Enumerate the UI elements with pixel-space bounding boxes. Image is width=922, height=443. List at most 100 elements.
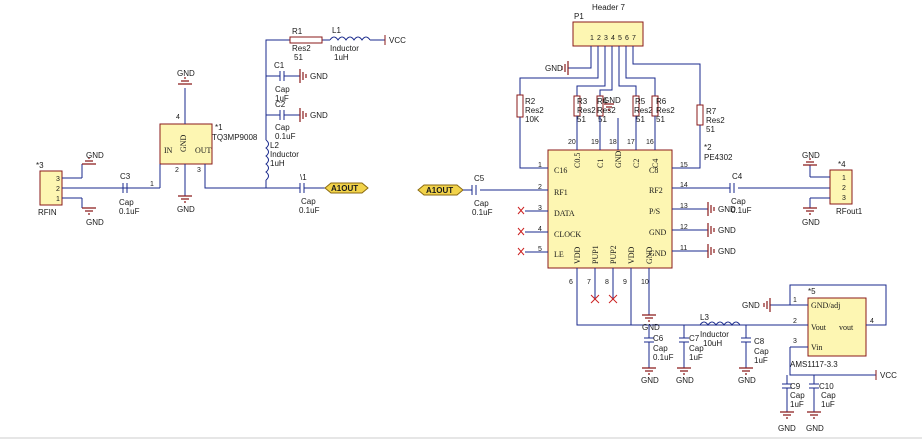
resistor-r7[interactable]: R7 Res2 51 bbox=[696, 104, 725, 134]
capacitor-c5[interactable]: C5 Cap 0.1uF bbox=[471, 174, 493, 217]
svg-text:4: 4 bbox=[611, 35, 615, 42]
svg-text:1: 1 bbox=[150, 181, 154, 188]
svg-text:R1: R1 bbox=[292, 27, 303, 36]
svg-text:Cap: Cap bbox=[790, 391, 805, 400]
svg-text:GND: GND bbox=[738, 376, 756, 385]
svg-text:1uF: 1uF bbox=[689, 353, 703, 362]
svg-text:1uF: 1uF bbox=[821, 400, 835, 409]
svg-text:1uH: 1uH bbox=[270, 159, 285, 168]
capacitor-c7[interactable]: C7 Cap 1uF bbox=[679, 334, 704, 368]
capacitor-c10[interactable]: C10 Cap 1uF bbox=[809, 382, 836, 412]
u2-pin-label: CLOCK bbox=[554, 230, 581, 239]
u2-pin-number: 19 bbox=[591, 139, 599, 146]
capacitor-c8[interactable]: C8 Cap 1uF bbox=[741, 337, 769, 368]
svg-text:RFIN: RFIN bbox=[38, 208, 57, 217]
svg-text:51: 51 bbox=[598, 115, 607, 124]
rfin-connector[interactable]: *3 RFIN 3 2 1 bbox=[36, 161, 63, 217]
regulator-u5[interactable]: *5 AMS1117-3.3 GND/adj Vout Vin vout 1 2… bbox=[790, 287, 874, 369]
svg-text:GND: GND bbox=[177, 69, 195, 78]
svg-text:C3: C3 bbox=[120, 172, 131, 181]
svg-text:GND: GND bbox=[676, 376, 694, 385]
svg-text:0.1uF: 0.1uF bbox=[653, 353, 674, 362]
u2-pin-label: C4 bbox=[651, 159, 660, 168]
svg-text:GND: GND bbox=[718, 247, 736, 256]
svg-text:GND: GND bbox=[806, 424, 824, 433]
svg-text:A1OUT: A1OUT bbox=[426, 186, 453, 195]
capacitor-c11[interactable]: \1 Cap 0.1uF bbox=[299, 173, 325, 215]
u2-pin-label: RF1 bbox=[554, 188, 568, 197]
a1out-port-left[interactable]: A1OUT bbox=[324, 182, 369, 194]
svg-text:0.1uF: 0.1uF bbox=[299, 206, 320, 215]
resistor-r2[interactable]: R2 Res2 10K bbox=[516, 94, 544, 124]
svg-text:GND: GND bbox=[802, 151, 820, 160]
svg-text:GND: GND bbox=[742, 301, 760, 310]
header-p1[interactable]: P1 Header 7 1 2 3 4 5 6 7 bbox=[572, 3, 644, 47]
svg-text:C2: C2 bbox=[275, 100, 286, 109]
svg-text:2: 2 bbox=[793, 318, 797, 325]
gnd-symbol-r4: GND bbox=[603, 96, 621, 111]
svg-text:GND: GND bbox=[802, 218, 820, 227]
resistor-r1[interactable]: R1 Res2 51 bbox=[289, 27, 323, 62]
svg-text:5: 5 bbox=[618, 35, 622, 42]
gnd-symbol-c8: GND bbox=[738, 367, 756, 385]
svg-text:R6: R6 bbox=[656, 97, 667, 106]
svg-text:TQ3MP9008: TQ3MP9008 bbox=[212, 133, 258, 142]
svg-text:GND: GND bbox=[179, 134, 188, 152]
inductor-l3[interactable]: L3 Inductor 10uH bbox=[699, 313, 741, 348]
svg-text:Inductor: Inductor bbox=[330, 44, 359, 53]
gnd-symbol-u1-top: GND bbox=[177, 69, 195, 85]
capacitor-c9[interactable]: C9 Cap 1uF bbox=[782, 382, 805, 412]
capacitor-c6[interactable]: C6 Cap 0.1uF bbox=[644, 334, 674, 368]
capacitor-c2[interactable]: C2 Cap 0.1uF bbox=[275, 100, 300, 141]
svg-text:GND: GND bbox=[718, 205, 736, 214]
gnd-symbol-pin11: GND bbox=[707, 244, 736, 258]
svg-text:Vin: Vin bbox=[811, 343, 823, 352]
svg-text:Res2: Res2 bbox=[597, 106, 616, 115]
vcc-net-label: VCC bbox=[384, 35, 406, 45]
svg-text:*3: *3 bbox=[36, 161, 44, 170]
svg-text:R3: R3 bbox=[577, 97, 588, 106]
gnd-symbol-u5: GND bbox=[742, 298, 771, 312]
svg-text:*5: *5 bbox=[808, 287, 816, 296]
inductor-l2[interactable]: L2 Inductor 1uH bbox=[265, 139, 299, 181]
capacitor-c3[interactable]: C3 Cap 0.1uF bbox=[119, 172, 140, 216]
gnd-symbol-header: GND bbox=[545, 61, 569, 75]
svg-text:7: 7 bbox=[632, 35, 636, 42]
svg-text:Cap: Cap bbox=[731, 197, 746, 206]
u2-pin-number: 17 bbox=[627, 139, 635, 146]
inductor-l1[interactable]: L1 Inductor 1uH bbox=[329, 26, 371, 62]
amplifier-u1[interactable]: IN GND OUT *1 TQ3MP9008 4 1 2 3 bbox=[150, 114, 258, 188]
svg-text:0.1uF: 0.1uF bbox=[731, 206, 752, 215]
svg-text:GND: GND bbox=[641, 376, 659, 385]
svg-text:R4: R4 bbox=[597, 97, 608, 106]
rfout-connector[interactable]: *4 RFout1 1 2 3 bbox=[829, 160, 863, 216]
gnd-symbol-c6: GND bbox=[641, 367, 659, 385]
svg-text:RFout1: RFout1 bbox=[836, 207, 863, 216]
u2-pin-label: GND bbox=[649, 228, 667, 237]
gnd-symbol-ps: GND bbox=[707, 202, 736, 216]
u2-pin-number: 11 bbox=[680, 245, 687, 252]
svg-text:Inductor: Inductor bbox=[270, 150, 299, 159]
svg-text:GND: GND bbox=[177, 205, 195, 214]
capacitor-c4[interactable]: C4 Cap 0.1uF bbox=[729, 172, 752, 215]
u2-pin-label: GND bbox=[649, 249, 667, 258]
svg-text:R7: R7 bbox=[706, 107, 717, 116]
a1out-port-right[interactable]: A1OUT bbox=[417, 184, 464, 196]
svg-text:C4: C4 bbox=[732, 172, 743, 181]
capacitor-c1[interactable]: C1 Cap 1uF bbox=[274, 61, 300, 103]
svg-text:GND/adj: GND/adj bbox=[811, 301, 840, 310]
svg-text:4: 4 bbox=[870, 318, 874, 325]
u2-pin-label: GND bbox=[645, 246, 654, 264]
attenuator-u2[interactable]: *2 PE4302 bbox=[547, 143, 733, 269]
svg-text:Cap: Cap bbox=[653, 344, 668, 353]
svg-text:51: 51 bbox=[706, 125, 715, 134]
u2-pin-label: C8 bbox=[649, 166, 658, 175]
svg-text:1: 1 bbox=[56, 196, 60, 203]
svg-text:3: 3 bbox=[842, 195, 846, 202]
svg-text:51: 51 bbox=[577, 115, 586, 124]
svg-text:L1: L1 bbox=[332, 26, 341, 35]
u2-pin-number: 3 bbox=[538, 205, 542, 212]
svg-text:3: 3 bbox=[197, 167, 201, 174]
svg-text:vout: vout bbox=[839, 323, 854, 332]
svg-text:1: 1 bbox=[793, 297, 797, 304]
